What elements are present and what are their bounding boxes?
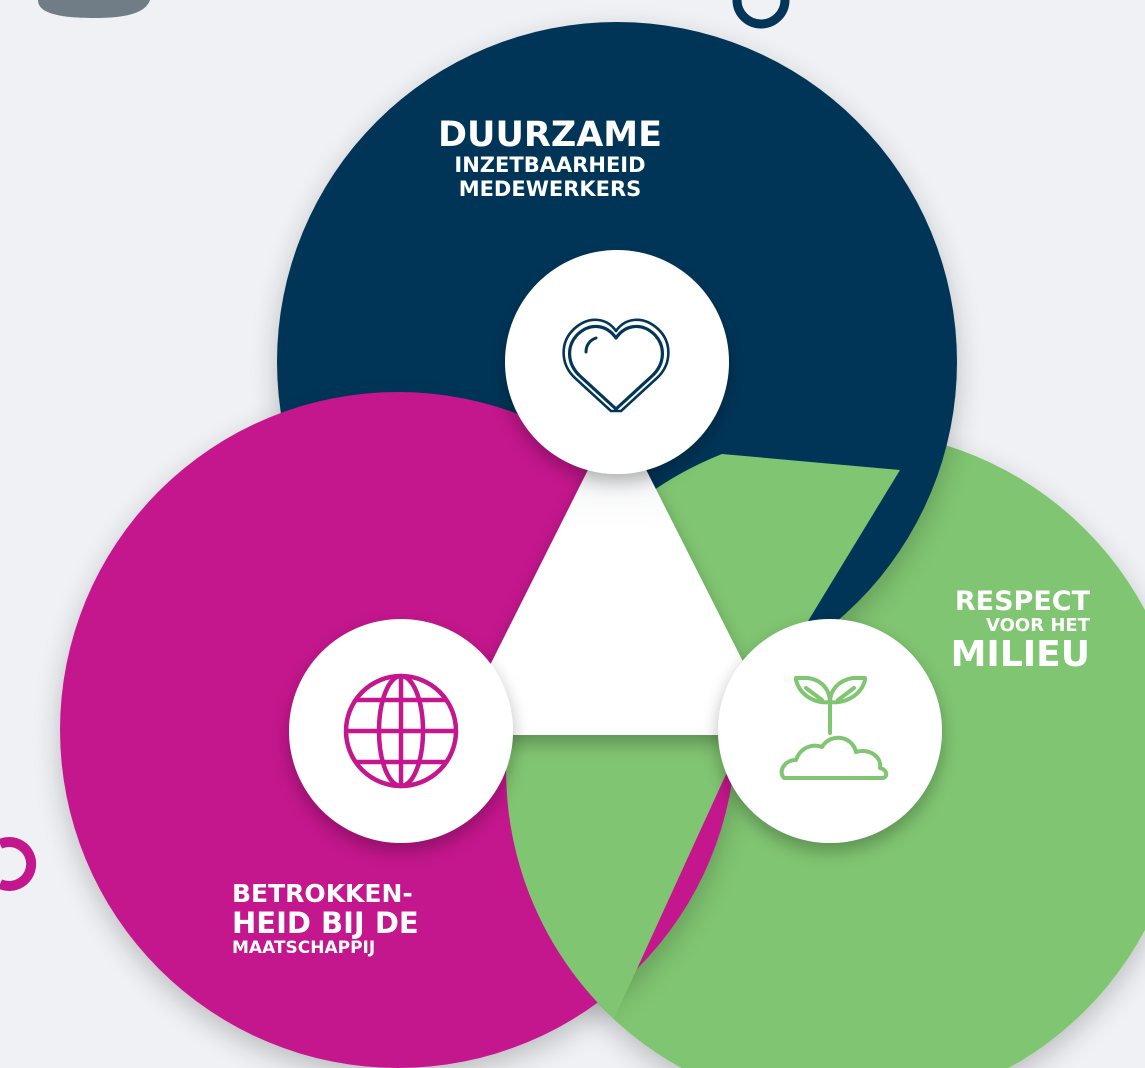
icon-disc-heart [505,250,729,474]
label-betrokken-line-2: HEID BIJ DE [232,906,419,940]
heart-icon [562,318,670,413]
label-respect-line-1: RESPECT [954,586,1090,617]
label-duurzame-line-3: MEDEWERKERS [458,177,642,201]
center-triangle [455,412,780,735]
decorative-ring-top [732,0,790,29]
label-duurzame-line-2: INZETBAARHEID [454,153,646,177]
label-respect-line-3: MILIEU [950,634,1090,675]
label-betrokken-line-1: BETROKKEN- [232,879,413,908]
globe-icon [343,673,459,789]
label-respect-milieu: RESPECT VOOR HET MILIEU [900,588,1090,674]
label-betrokken-line-3: MAATSCHAPPIJ [232,938,376,958]
label-duurzame-inzetbaarheid: DUURZAME INZETBAARHEID MEDEWERKERS [390,117,710,201]
decorative-ring-left [0,837,37,891]
label-betrokkenheid-maatschappij: BETROKKEN- HEID BIJ DE MAATSCHAPPIJ [232,879,492,959]
decorative-letter-shape [0,0,150,18]
sprout-icon [779,676,889,780]
label-respect-line-2: VOOR HET [986,615,1090,636]
label-duurzame-line-1: DUURZAME [437,115,663,155]
